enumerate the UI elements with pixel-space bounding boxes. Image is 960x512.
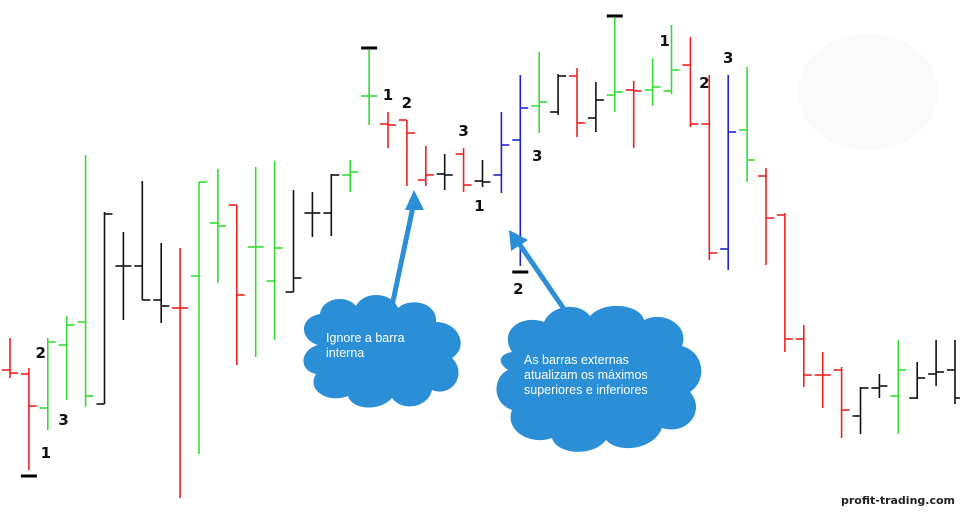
ohlc-bar <box>587 82 604 132</box>
ohlc-bar <box>39 338 56 430</box>
ohlc-bar <box>191 181 207 454</box>
callout-arrow-2 <box>509 230 569 314</box>
swing-label: 1 <box>41 444 51 462</box>
ohlc-bar <box>474 160 491 187</box>
cloud-shape <box>303 294 461 408</box>
swing-label: 3 <box>532 147 542 165</box>
swing-label: 1 <box>383 86 393 104</box>
callout-cloud-ignore-inside: Ignore a barra interna <box>303 294 461 408</box>
ohlc-bar <box>550 74 567 115</box>
ohlc-bar <box>20 368 37 470</box>
ohlc-bar <box>304 192 321 237</box>
ohlc-bar <box>871 374 888 398</box>
ohlc-bar <box>2 338 18 378</box>
swing-label: 3 <box>458 122 468 140</box>
swing-label: 2 <box>513 280 523 298</box>
ohlc-bar <box>134 181 151 301</box>
swing-label: 3 <box>723 49 733 67</box>
cloud-2-line-3: superiores e inferiores <box>524 383 648 397</box>
swing-label: 1 <box>474 197 484 215</box>
ohlc-bar <box>455 148 472 192</box>
ohlc-bar <box>644 58 661 106</box>
cloud-1-line-1: Ignore a barra <box>326 331 405 345</box>
ohlc-bar <box>569 68 585 137</box>
ohlc-bar <box>947 340 960 404</box>
ohlc-bar <box>663 25 680 94</box>
ohlc-bar <box>493 112 510 193</box>
ohlc-bar <box>342 160 359 192</box>
ohlc-bar <box>928 340 945 386</box>
ohlc-bar <box>814 352 831 408</box>
ohlc-bar <box>701 75 718 260</box>
ohlc-bar <box>531 52 548 133</box>
cloud-1-line-2: interna <box>326 346 364 360</box>
ohlc-bar <box>758 168 774 265</box>
swing-label: 3 <box>58 411 68 429</box>
ohlc-bar <box>909 362 926 399</box>
ohlc-bar <box>436 154 453 190</box>
ohlc-bar <box>625 81 642 148</box>
ohlc-bar <box>606 18 623 112</box>
cloud-2-line-2: atualizam os máximos <box>524 368 648 382</box>
ohlc-bar <box>96 212 113 405</box>
ohlc-bar <box>228 204 245 365</box>
swing-label: 1 <box>659 32 669 50</box>
watermark: profit-trading.com <box>841 494 955 507</box>
cloud-2-line-1: As barras externas <box>524 353 629 367</box>
extreme-markers <box>20 14 623 478</box>
callout-cloud-outside-bars: As barras externas atualizam os máximos … <box>496 305 702 452</box>
ohlc-bar <box>890 340 907 434</box>
background-blob <box>798 34 938 150</box>
ohlc-bar <box>417 146 434 186</box>
ohlc-bar <box>380 112 396 148</box>
cloud-shape <box>496 305 702 452</box>
ohlc-bar <box>323 174 340 236</box>
ohlc-bar <box>115 232 132 320</box>
ohlc-bar <box>795 325 812 387</box>
swing-label: 2 <box>35 344 45 362</box>
ohlc-bar <box>247 167 264 357</box>
swing-label: 2 <box>699 74 709 92</box>
ohlc-bar <box>852 387 869 434</box>
callout-arrow-1 <box>389 190 424 307</box>
ohlc-bar <box>361 50 378 125</box>
ohlc-bar <box>77 155 94 407</box>
ohlc-bars <box>2 18 960 498</box>
ohlc-bar <box>172 248 189 498</box>
swing-label: 2 <box>402 94 412 112</box>
ohlc-bar <box>58 316 75 400</box>
ohlc-bar <box>720 75 737 270</box>
ohlc-bar <box>833 367 850 438</box>
ohlc-bar <box>739 67 756 182</box>
ohlc-bar <box>512 75 529 266</box>
ohlc-bar <box>285 190 302 293</box>
ohlc-bar <box>153 243 170 323</box>
ohlc-bar <box>398 119 415 186</box>
ohlc-bar <box>209 169 226 283</box>
ohlc-bar <box>776 213 793 352</box>
ohlc-bar <box>266 161 283 340</box>
ohlc-bar <box>682 37 699 127</box>
